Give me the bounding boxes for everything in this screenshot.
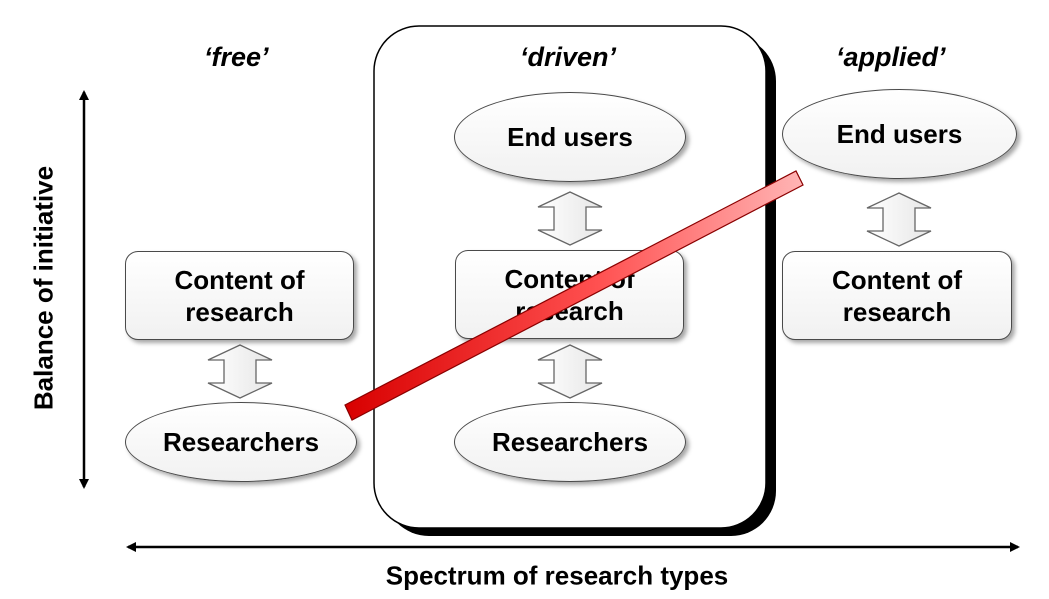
applied-content-label: Content of research xyxy=(832,264,962,327)
driven-researchers-oval: Researchers xyxy=(454,402,686,482)
free-double-arrow xyxy=(207,344,273,399)
driven-content-label: Content of research xyxy=(504,263,635,326)
driven-end-users-oval: End users xyxy=(454,92,686,182)
header-applied: ‘applied’ xyxy=(836,42,946,72)
free-researchers-label: Researchers xyxy=(162,427,320,457)
applied-end-users-oval: End users xyxy=(782,89,1017,179)
x-axis-label: Spectrum of research types xyxy=(385,560,729,591)
free-content-box: Content of research xyxy=(125,251,354,340)
applied-content-box: Content of research xyxy=(782,251,1012,340)
y-axis-label: Balance of initiative xyxy=(28,165,59,411)
driven-end-users-label: End users xyxy=(507,122,633,152)
driven-content-box: Content of research xyxy=(455,250,684,339)
free-content-label: Content of research xyxy=(174,264,305,327)
applied-double-arrow xyxy=(866,192,932,247)
driven-researchers-label: Researchers xyxy=(491,427,649,457)
header-driven: ‘driven’ xyxy=(520,42,617,72)
header-free: ‘free’ xyxy=(204,42,269,72)
applied-end-users-label: End users xyxy=(836,119,963,149)
free-researchers-oval: Researchers xyxy=(125,402,357,482)
